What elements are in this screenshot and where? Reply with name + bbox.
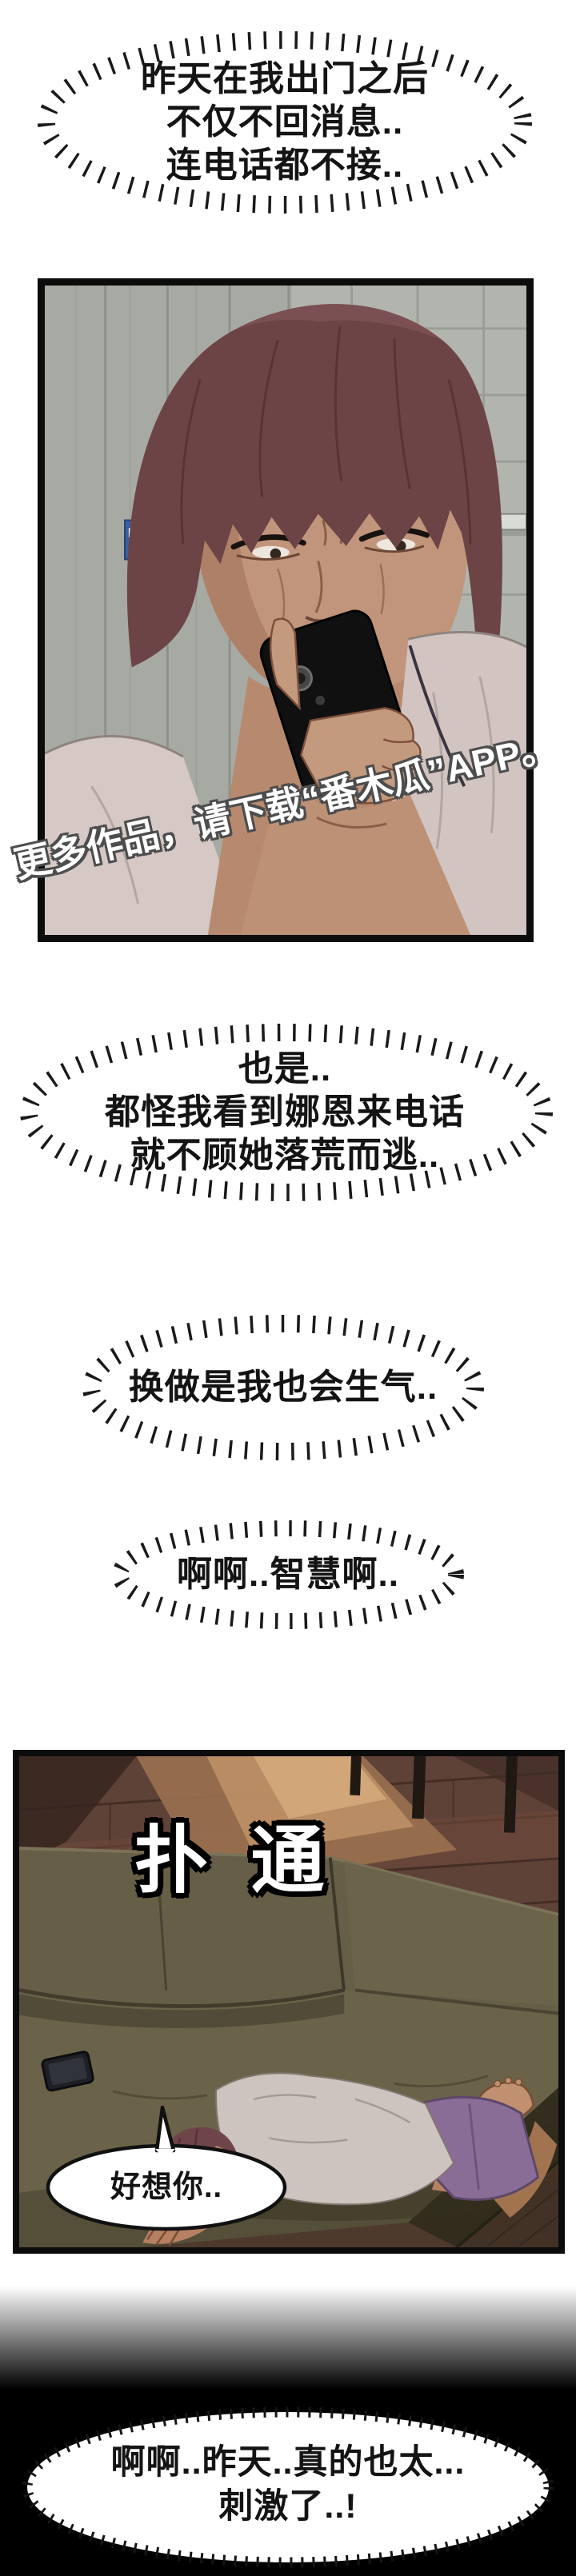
bubble-line: 啊啊..昨天..真的也太... <box>110 2443 466 2482</box>
bubble-line: 刺激了..! <box>218 2487 358 2526</box>
bubble-line: 啊啊..智慧啊.. <box>177 1555 399 1594</box>
bubble-line: 换做是我也会生气.. <box>128 1368 438 1407</box>
speech-bubble-6-text: 啊啊..昨天..真的也太... 刺激了..! <box>30 2441 546 2529</box>
speech-bubble-2-text: 也是.. 都怪我看到娜恩来电话 就不顾她落荒而逃.. <box>29 1048 541 1177</box>
bubble-line: 也是.. <box>238 1049 332 1088</box>
shorts <box>418 2095 540 2201</box>
bubble-line: 昨天在我出门之后 <box>141 59 429 98</box>
bubble-line: 不仅不回消息.. <box>166 102 404 142</box>
bubble-line: 连电话都不接.. <box>166 146 404 185</box>
phone-on-couch <box>41 2051 94 2092</box>
table-legs <box>350 1756 518 1833</box>
panel-couch-scene <box>13 1750 565 2254</box>
speech-bubble-5-text: 好想你.. <box>50 2169 282 2206</box>
panel-couch-illustration <box>19 1756 558 2247</box>
bubble-line: 都怪我看到娜恩来电话 <box>105 1092 465 1132</box>
speech-bubble-4-text: 啊啊..智慧啊.. <box>104 1553 472 1596</box>
panel-phone-illustration <box>45 286 526 935</box>
speech-bubble-1-text: 昨天在我出门之后 不仅不回消息.. 连电话都不接.. <box>29 58 541 187</box>
speech-bubble-3-text: 换做是我也会生气.. <box>75 1366 491 1409</box>
sfx-text: 扑 通 <box>134 1820 336 1902</box>
panel-phone-scene <box>38 278 534 942</box>
bubble-line: 就不顾她落荒而逃.. <box>130 1136 440 1175</box>
bubble-line: 好想你.. <box>110 2171 223 2204</box>
